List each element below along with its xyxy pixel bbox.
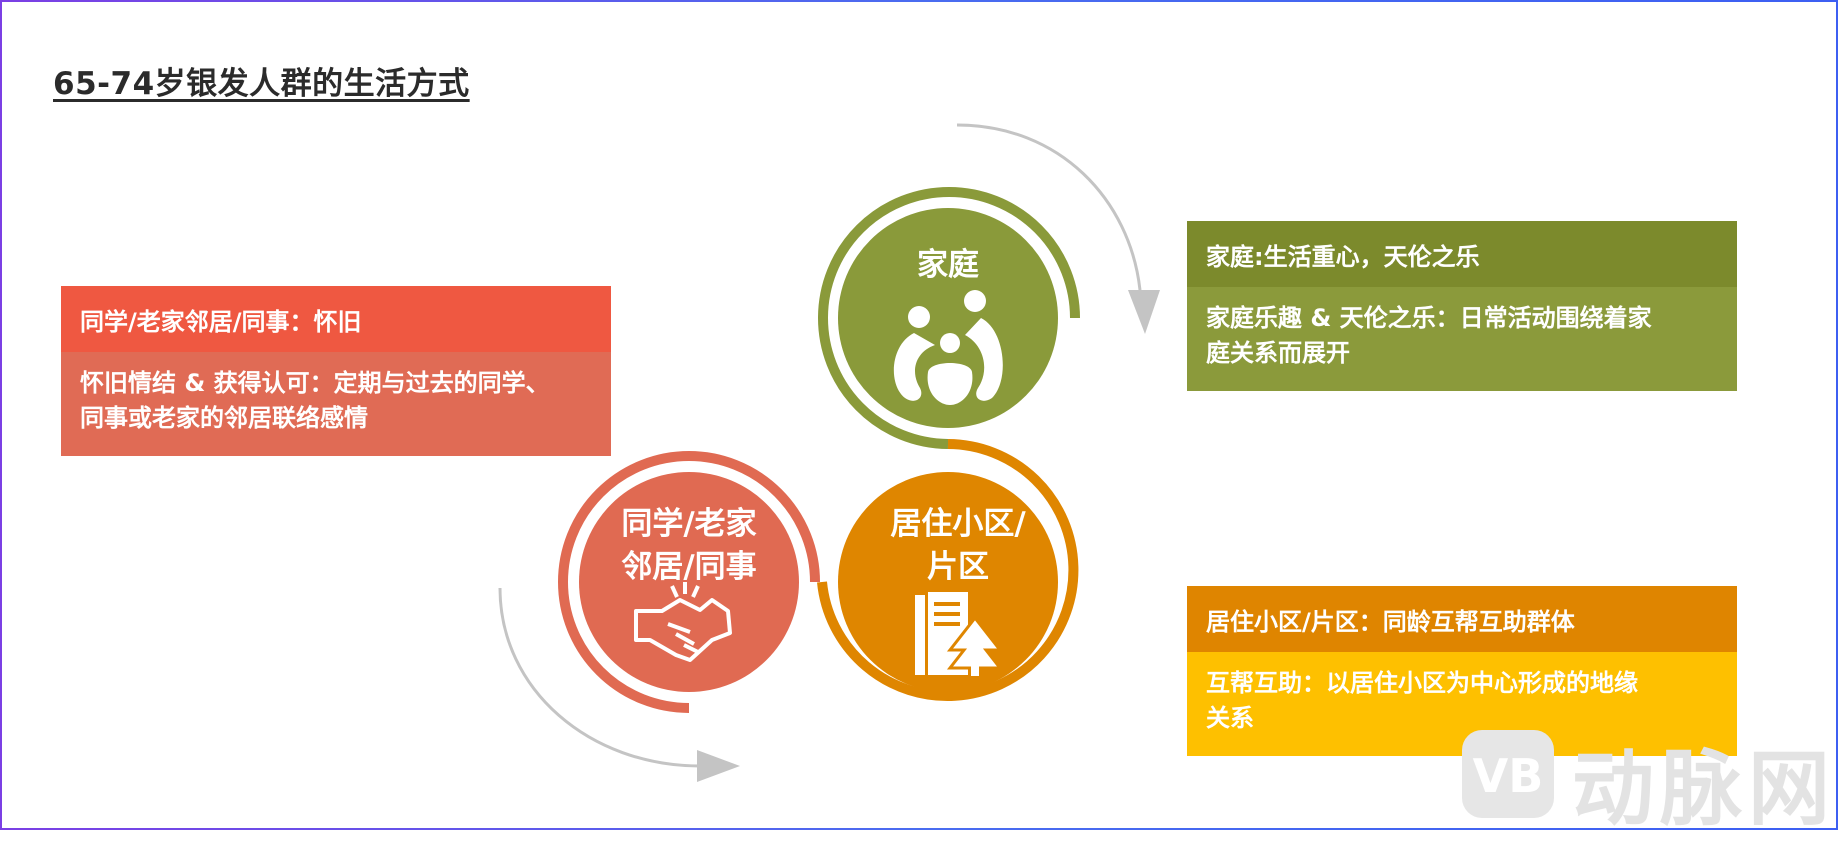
community-info-heading: 居住小区/片区：同龄互帮互助群体	[1187, 586, 1737, 652]
watermark-logo-icon: VB	[1462, 730, 1554, 818]
classmates-info-line2: 同事或老家的邻居联络感情	[80, 404, 368, 432]
cycle-arrowhead-bottom	[697, 750, 740, 782]
classmates-ring	[558, 451, 820, 713]
watermark-text: 动脉网	[1572, 742, 1837, 837]
classmates-info-line1: 怀旧情结 & 获得认可：定期与过去的同学、	[80, 369, 550, 397]
watermark-logo-text: VB	[1473, 749, 1544, 803]
family-info-box: 家庭:生活重心，天伦之乐 家庭乐趣 & 天伦之乐：日常活动围绕着家 庭关系而展开	[1187, 221, 1737, 391]
page-title: 65-74岁银发人群的生活方式	[53, 66, 470, 102]
family-circle-label: 家庭	[917, 247, 979, 283]
building-tree-icon	[915, 592, 1004, 676]
community-info-line1: 互帮互助：以居住小区为中心形成的地缘	[1206, 669, 1638, 697]
family-info-line2: 庭关系而展开	[1206, 339, 1350, 367]
classmates-circle-label-line1: 同学/老家	[621, 506, 756, 542]
community-info-body: 互帮互助：以居住小区为中心形成的地缘 关系	[1187, 652, 1737, 756]
community-circle	[838, 472, 1058, 692]
cycle-arrow-bottom	[498, 587, 701, 768]
community-ring	[817, 439, 1079, 701]
community-circle-label-line2: 片区	[927, 549, 989, 585]
family-ring	[818, 187, 1080, 449]
family-info-body: 家庭乐趣 & 天伦之乐：日常活动围绕着家 庭关系而展开	[1187, 287, 1737, 391]
cycle-arrowhead-top	[1128, 290, 1160, 334]
classmates-info-body: 怀旧情结 & 获得认可：定期与过去的同学、 同事或老家的邻居联络感情	[61, 352, 611, 456]
community-info-line2: 关系	[1206, 704, 1254, 732]
community-circle-label-line1: 居住小区/	[890, 506, 1026, 542]
handshake-icon	[634, 582, 732, 662]
classmates-info-heading: 同学/老家邻居/同事：怀旧	[61, 286, 611, 352]
cycle-arrow-top	[956, 123, 1142, 291]
classmates-circle-label-line2: 邻居/同事	[621, 549, 756, 585]
family-info-heading: 家庭:生活重心，天伦之乐	[1187, 221, 1737, 287]
classmates-info-box: 同学/老家邻居/同事：怀旧 怀旧情结 & 获得认可：定期与过去的同学、 同事或老…	[61, 286, 611, 456]
community-info-box: 居住小区/片区：同龄互帮互助群体 互帮互助：以居住小区为中心形成的地缘 关系	[1187, 586, 1737, 756]
family-info-line1: 家庭乐趣 & 天伦之乐：日常活动围绕着家	[1206, 304, 1652, 332]
family-circle	[838, 208, 1058, 428]
family-icon	[893, 290, 1003, 405]
